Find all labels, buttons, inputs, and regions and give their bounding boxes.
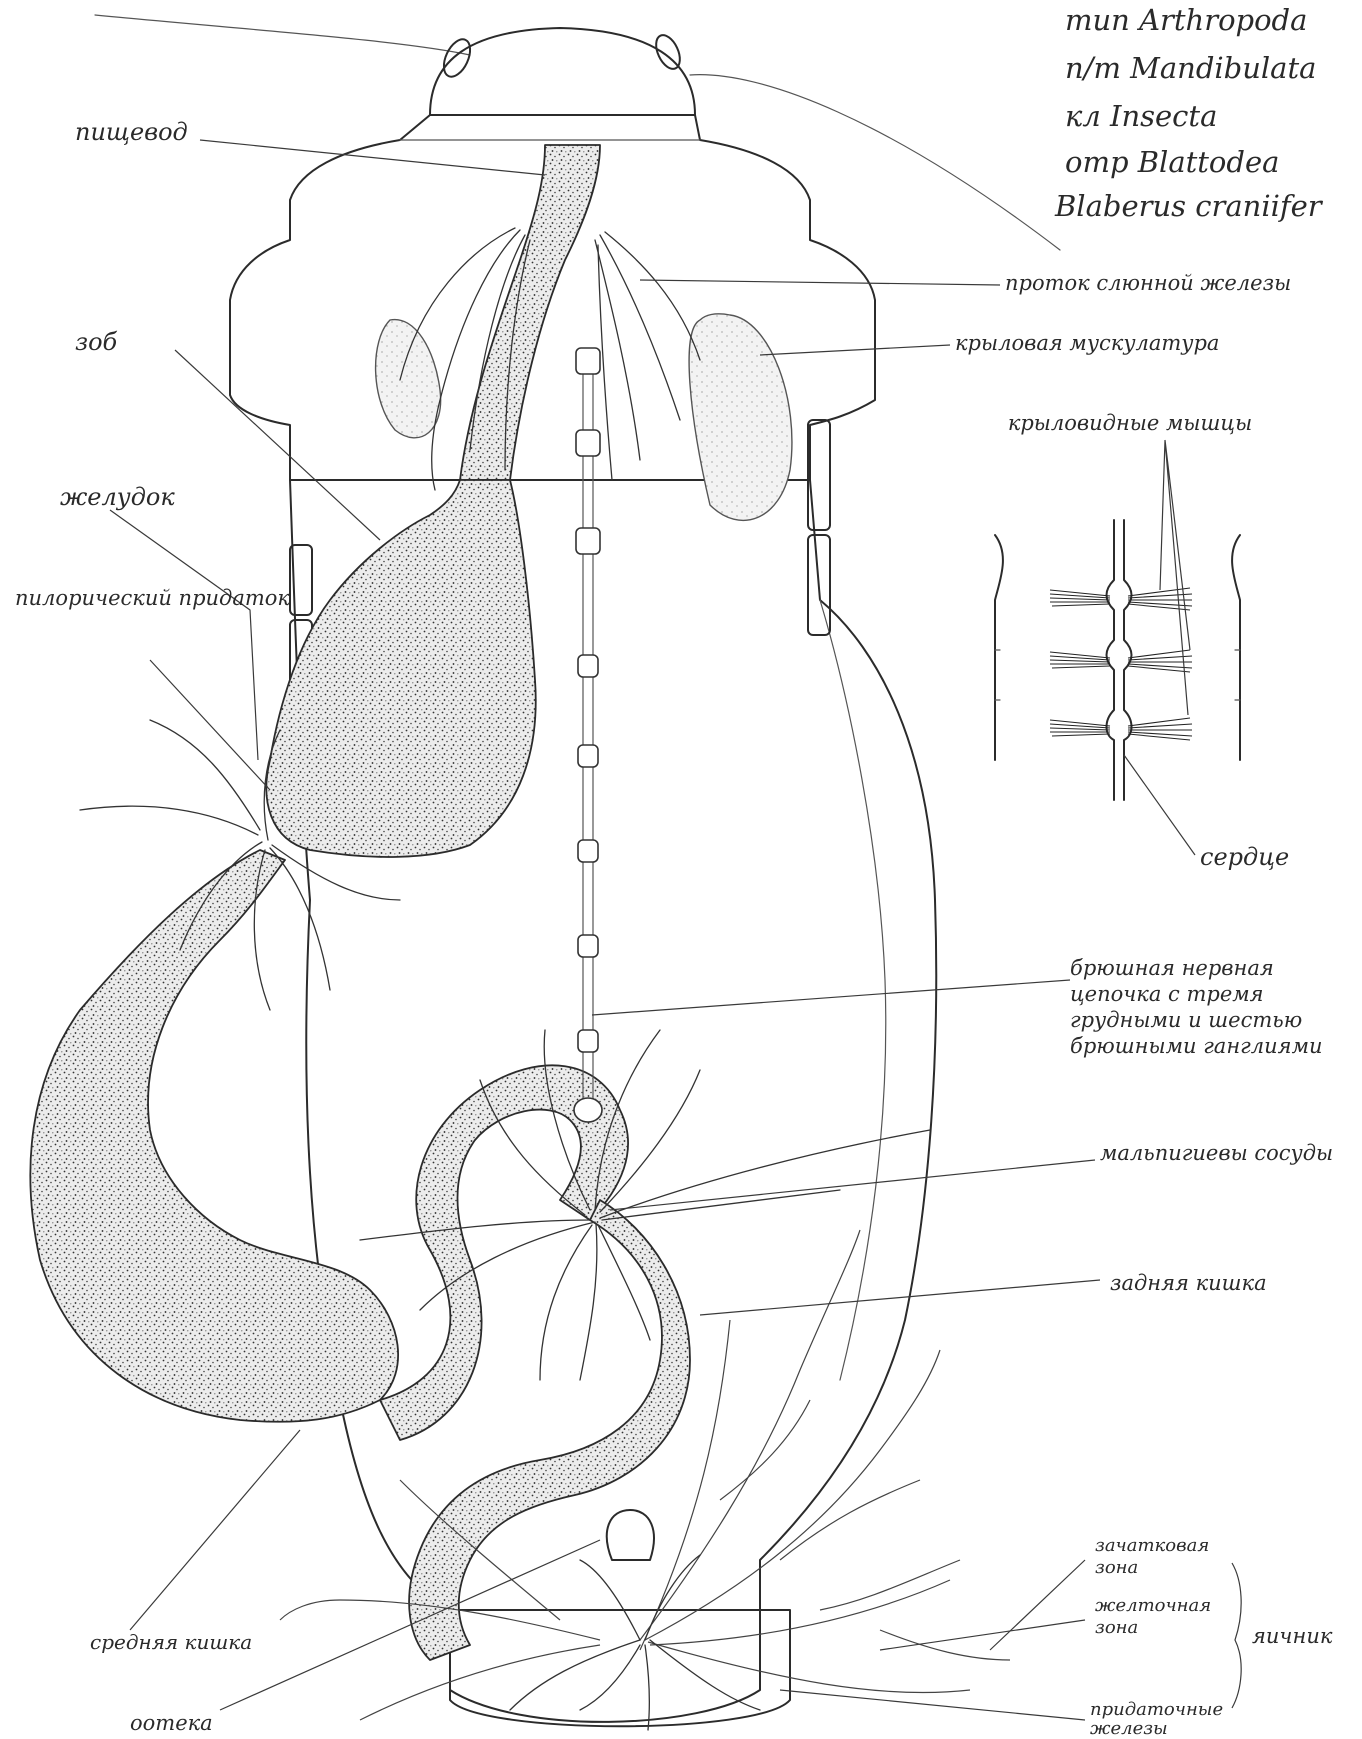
label-yolk-zone: желточная зона — [1095, 1595, 1245, 1639]
label-esophagus: пищевод — [75, 118, 188, 146]
wing-shaped-muscles — [1050, 588, 1192, 740]
taxonomy-class: кл Insecta — [1065, 99, 1217, 133]
leader-lines — [110, 140, 1241, 1720]
taxonomy-order: отр Blattodea — [1065, 145, 1279, 179]
subgenital-plate — [450, 1610, 790, 1726]
label-malpighian-box: мальпигиевы сосуды — [1100, 1140, 1350, 1210]
ganglion — [576, 528, 600, 554]
label-crop: зоб — [75, 328, 118, 356]
label-heart: сердце — [1200, 843, 1289, 871]
left-eye — [439, 35, 476, 81]
label-wing-muscles: крыловая мускулатура — [955, 331, 1219, 355]
left-antenna — [95, 15, 470, 55]
ganglion — [578, 840, 598, 862]
label-ootheca: оотека — [130, 1711, 213, 1735]
label-accessory-glands-box: придаточные железы — [1090, 1700, 1290, 1739]
right-eye — [651, 31, 684, 72]
label-germ-zone: зачатковая зона — [1095, 1535, 1245, 1579]
ganglion — [578, 655, 598, 677]
label-midgut: средняя кишка — [90, 1630, 260, 1655]
taxonomy-phylum: тип Arthropoda — [1065, 3, 1307, 37]
ganglion — [576, 348, 600, 374]
label-midgut-box: средняя кишка — [90, 1630, 260, 1690]
ootheca-shape — [607, 1510, 654, 1560]
ventral-nerve-chain — [574, 348, 602, 1122]
label-ovary: яичник — [1252, 1624, 1333, 1648]
wing-muscles — [376, 314, 792, 521]
label-nerve-chain-box: брюшная нервная цепочка с тремя грудными… — [1070, 955, 1360, 1105]
ganglion — [578, 745, 598, 767]
abdomen-inner-line — [820, 600, 886, 1380]
label-yolk-zone-box: желточная зона — [1095, 1595, 1245, 1651]
label-malpighian: мальпигиевы сосуды — [1100, 1140, 1350, 1166]
label-accessory-glands: придаточные железы — [1090, 1700, 1290, 1738]
genital-area — [510, 1510, 760, 1730]
ganglion — [574, 1098, 602, 1122]
taxonomy-subphylum: п/т Mandibulata — [1065, 51, 1316, 85]
crop — [266, 480, 535, 857]
label-salivary-duct: проток слюнной железы — [1005, 271, 1291, 295]
label-nerve-chain: брюшная нервная цепочка с тремя грудными… — [1070, 955, 1360, 1059]
label-germ-zone-box: зачатковая зона — [1095, 1535, 1245, 1591]
heart-inset — [995, 520, 1240, 800]
label-winged-muscles: крыловидные мышцы — [1008, 411, 1252, 435]
taxonomy-species: Blaberus craniifer — [1054, 189, 1324, 223]
right-tergites — [808, 420, 830, 635]
ganglion — [576, 430, 600, 456]
midgut — [30, 850, 398, 1422]
head — [430, 28, 695, 115]
taxonomy-block: тип Arthropoda п/т Mandibulata кл Insect… — [1054, 3, 1324, 223]
ganglion — [578, 935, 598, 957]
right-antenna — [690, 75, 1060, 250]
label-hindgut: задняя кишка — [1110, 1271, 1267, 1295]
ganglion — [578, 1030, 598, 1052]
label-stomach: желудок — [60, 483, 175, 511]
label-pyloric-appendage: пилорический придаток — [15, 586, 290, 610]
heart-vessel — [1107, 520, 1132, 800]
